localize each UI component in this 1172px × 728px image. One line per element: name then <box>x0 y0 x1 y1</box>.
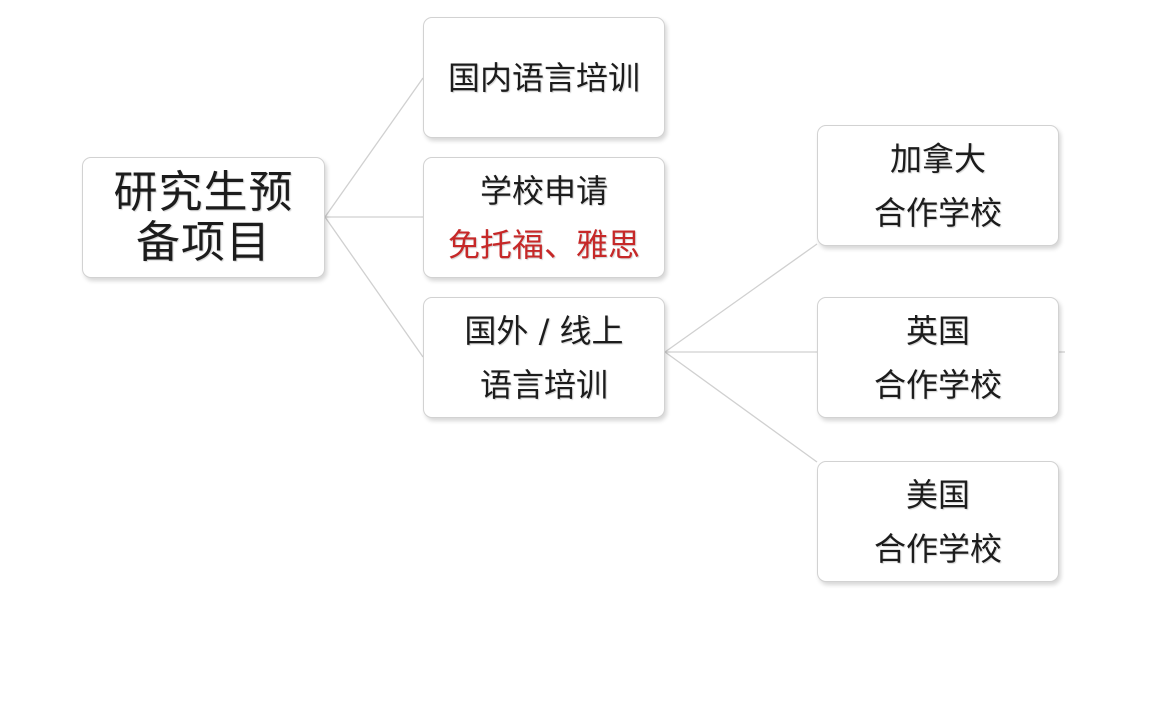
leaf-node-usa-label-line-2: 合作学校 <box>873 529 1002 568</box>
leaf-node-canada-label-line-2: 合作学校 <box>873 193 1002 232</box>
leaf-node-canada-label-line-1: 加拿大 <box>889 139 986 178</box>
branch-node-school-application: 学校申请 免托福、雅思 <box>423 157 665 278</box>
connector-root-to-domestic <box>324 77 424 218</box>
root-node-label-line-2: 备项目 <box>136 216 271 268</box>
leaf-node-usa-partner-schools: 美国 合作学校 <box>817 461 1059 582</box>
root-node-graduate-preparatory-program: 研究生预 备项目 <box>82 157 325 278</box>
root-node-label-line-1: 研究生预 <box>113 166 294 218</box>
branch-node-domestic-language-training: 国内语言培训 <box>423 17 665 138</box>
leaf-node-uk-partner-schools: 英国 合作学校 <box>817 297 1059 418</box>
connector-root-to-overseas <box>324 216 424 358</box>
branch-node-domestic-label: 国内语言培训 <box>447 58 640 97</box>
leaf-node-uk-label-line-2: 合作学校 <box>873 365 1002 404</box>
connector-overseas-to-usa <box>664 351 818 463</box>
branch-node-overseas-label-line-1: 国外 / 线上 <box>464 311 624 350</box>
branch-node-overseas-label-line-2: 语言培训 <box>479 365 608 404</box>
branch-node-application-label: 学校申请 <box>479 171 608 210</box>
leaf-node-canada-partner-schools: 加拿大 合作学校 <box>817 125 1059 246</box>
branch-node-application-exemption-label: 免托福、雅思 <box>447 225 640 264</box>
branch-node-overseas-online-training: 国外 / 线上 语言培训 <box>423 297 665 418</box>
leaf-node-usa-label-line-1: 美国 <box>905 475 970 514</box>
leaf-node-uk-label-line-1: 英国 <box>905 311 970 350</box>
connector-overseas-to-canada <box>664 243 818 353</box>
